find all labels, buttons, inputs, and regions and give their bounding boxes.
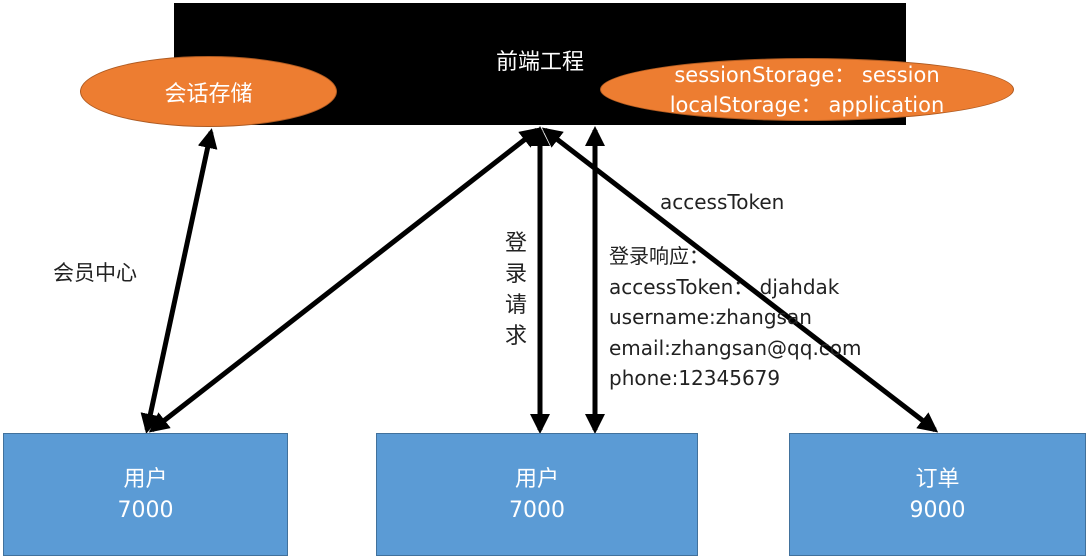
login-response-title: 登录响应：	[609, 244, 709, 268]
arrow-frontend-to-order	[541, 127, 939, 433]
storage-note-line-2: localStorage： application	[669, 92, 945, 117]
service-port: 7000	[509, 497, 565, 523]
login-response-email: email:zhangsan@qq.com	[609, 335, 862, 360]
service-port: 7000	[117, 497, 174, 523]
login-response-username: username:zhangsan	[609, 305, 812, 329]
login-request-label: 登录请求	[505, 231, 528, 349]
service-name: 订单	[915, 466, 960, 492]
access-token-label: accessToken	[660, 190, 785, 214]
login-response-block: 登录响应： accessToken： djahdak username:zhan…	[609, 241, 862, 394]
arrow-session-to-user-left	[140, 128, 218, 434]
storage-note-line-1: sessionStorage： session	[674, 62, 940, 87]
session-storage-label: 会话存储	[164, 81, 253, 107]
service-name: 用户	[514, 466, 559, 492]
service-name: 用户	[123, 466, 168, 492]
service-port: 9000	[909, 497, 966, 523]
arrow-frontend-to-user-left	[148, 127, 541, 433]
user-service-box-left: 用户 7000	[3, 433, 288, 556]
session-storage-ellipse: 会话存储	[80, 56, 337, 127]
storage-note-ellipse: sessionStorage： session localStorage： ap…	[600, 58, 1014, 121]
login-response-token: accessToken： djahdak	[609, 274, 840, 299]
login-response-phone: phone:12345679	[609, 366, 781, 390]
member-center-label: 会员中心	[53, 261, 137, 285]
frontend-project-title: 前端工程	[495, 50, 584, 75]
user-service-box-middle: 用户 7000	[376, 433, 698, 556]
order-service-box: 订单 9000	[789, 433, 1086, 556]
